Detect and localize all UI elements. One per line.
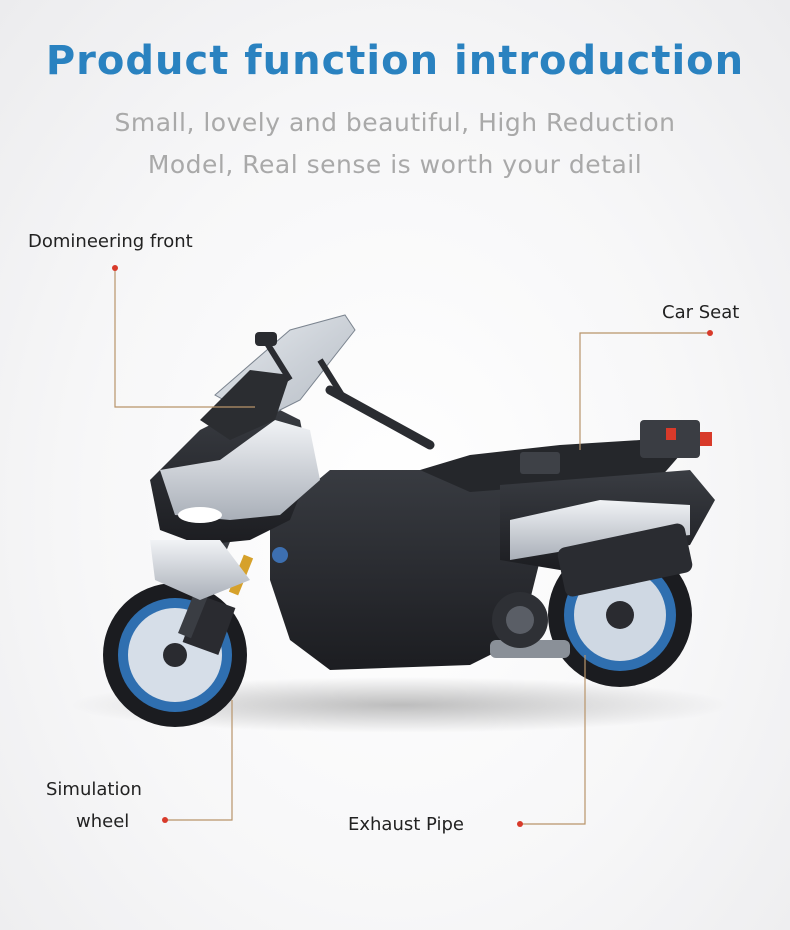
callout-label-front: Domineering front: [28, 231, 193, 252]
seat-callout-dot: [707, 330, 713, 336]
callout-label-wheel-line1: Simulation: [46, 779, 142, 800]
seat-box: [520, 452, 560, 474]
callout-label-exhaust: Exhaust Pipe: [348, 814, 464, 835]
rear-reflector: [666, 428, 676, 440]
logo-badge: [272, 547, 288, 563]
front-callout-dot: [112, 265, 118, 271]
wheel-leader-line: [165, 700, 233, 821]
subtitle-line-1: Small, lovely and beautiful, High Reduct…: [114, 108, 676, 137]
exhaust-leader-line: [520, 655, 586, 825]
headlight: [178, 507, 222, 523]
front-leader-line: [114, 268, 255, 408]
seat-leader-line: [579, 332, 710, 450]
windshield-frame: [200, 370, 290, 440]
page-title: Product function introduction: [45, 38, 745, 84]
tail-light: [700, 432, 712, 446]
front-fairing-silver: [160, 420, 320, 520]
callout-lines: [114, 268, 710, 825]
callout-dots: [112, 265, 713, 827]
wheel-callout-dot: [162, 817, 168, 823]
callout-label-seat: Car Seat: [662, 302, 740, 323]
subtitle-line-2: Model, Real sense is worth your detail: [147, 150, 643, 179]
handlebar: [255, 332, 435, 450]
lower-fairing: [150, 540, 250, 600]
exhaust-callout-dot: [517, 821, 523, 827]
front-wheel: [103, 583, 247, 727]
callout-label-wheel-line2: wheel: [76, 811, 130, 832]
tail-silver-panel: [510, 500, 690, 560]
